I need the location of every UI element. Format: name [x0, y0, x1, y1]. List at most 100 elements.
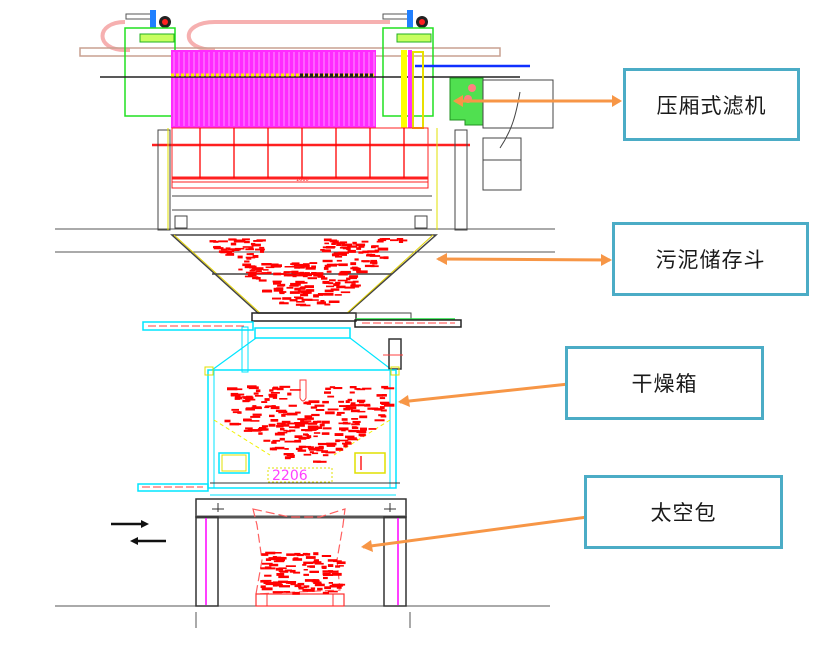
sludge-mark — [218, 240, 228, 243]
drip-tray — [152, 127, 470, 189]
sludge-mark — [329, 239, 338, 242]
sludge-mark — [300, 304, 311, 307]
sludge-mark — [272, 439, 281, 442]
sludge-mark — [258, 432, 263, 435]
sludge-mark — [248, 247, 254, 250]
sludge-mark — [370, 259, 377, 262]
sludge-mark — [321, 277, 328, 280]
sludge-mark — [252, 406, 262, 409]
sludge-mark — [289, 569, 296, 573]
sludge-mark — [317, 587, 323, 591]
sludge-mark — [333, 560, 342, 563]
sludge-mark — [300, 286, 311, 288]
sludge-mark — [358, 251, 364, 254]
sludge-mark — [230, 248, 241, 251]
sludge-mark — [272, 280, 282, 283]
sludge-mark — [356, 247, 362, 250]
sludge-mark — [272, 395, 278, 399]
sludge-mark — [245, 407, 255, 411]
sludge-mark — [268, 393, 278, 397]
sludge-mark — [273, 264, 282, 268]
sludge-mark — [255, 389, 261, 393]
sludge-mark — [258, 428, 269, 431]
sludge-mark — [230, 394, 241, 397]
sludge-mark — [308, 400, 320, 404]
sludge-mark — [347, 245, 358, 248]
sludge-mark — [270, 263, 279, 266]
sludge-mark — [327, 590, 338, 593]
sludge-mark — [230, 392, 239, 396]
sludge-mark — [323, 293, 334, 296]
sludge-mark — [284, 456, 291, 460]
sludge-mark — [263, 269, 269, 271]
sludge-mark — [328, 582, 333, 584]
sludge-mark — [370, 265, 379, 268]
sludge-mark — [252, 405, 257, 407]
sludge-mark — [292, 591, 300, 595]
sludge-mark — [295, 411, 301, 414]
sludge-mark — [337, 242, 345, 245]
sludge-mark — [278, 273, 287, 275]
sludge-mark — [316, 301, 326, 305]
sludge-mark — [231, 408, 239, 411]
sludge-mark — [280, 424, 290, 427]
sludge-mark — [350, 402, 356, 405]
sludge-mark — [320, 249, 325, 251]
sludge-mark — [345, 406, 357, 410]
sludge-mark — [294, 439, 302, 443]
sludge-mark — [307, 277, 317, 280]
sludge-mark — [283, 271, 293, 273]
sludge-mark — [372, 245, 379, 248]
sludge-mark — [354, 388, 361, 390]
sludge-mark — [344, 286, 355, 289]
sludge-mark — [346, 442, 352, 445]
sludge-mark — [331, 246, 336, 248]
sludge-mark — [270, 392, 280, 394]
sludge-mark — [234, 397, 241, 400]
sludge-mark — [294, 552, 301, 556]
sludge-mark — [303, 569, 308, 571]
sludge-mark — [220, 251, 226, 254]
sludge-mark — [298, 273, 308, 276]
sludge-mark — [237, 411, 242, 414]
ton-bag-outline — [252, 508, 346, 595]
sludge-mark — [260, 585, 266, 588]
sludge-mark — [265, 405, 276, 408]
sludge-mark — [366, 254, 371, 257]
sludge-mark — [364, 264, 375, 268]
label-filter-press: 压厢式滤机 — [623, 68, 800, 141]
sludge-mark — [294, 266, 300, 269]
sludge-mark — [336, 586, 342, 589]
sludge-mark — [258, 279, 267, 282]
sludge-mark — [339, 405, 349, 407]
sludge-mark — [323, 238, 332, 242]
sludge-mark — [247, 274, 257, 277]
sludge-mark — [341, 428, 346, 432]
sludge-mark — [306, 289, 313, 292]
sludge-mark — [340, 291, 351, 294]
sludge-mark — [295, 274, 306, 277]
sludge-mark — [261, 425, 268, 428]
sludge-mark — [367, 250, 379, 253]
sludge-mark — [327, 559, 338, 562]
sludge-mark — [278, 410, 288, 414]
sludge-mark — [380, 401, 390, 405]
sludge-mark — [313, 294, 324, 296]
sludge-mark — [321, 249, 331, 253]
sludge-mark — [313, 274, 324, 277]
sludge-mark — [351, 426, 359, 429]
sludge-mark — [283, 453, 294, 456]
sludge-mark — [355, 243, 366, 247]
sludge-mark — [256, 239, 266, 242]
hopper-sludge — [209, 238, 408, 307]
sludge-mark — [243, 396, 254, 399]
sludge-mark — [272, 552, 282, 554]
sludge-mark — [334, 294, 342, 296]
sludge-mark — [336, 285, 346, 289]
sludge-mark — [289, 291, 300, 294]
sludge-mark — [352, 420, 361, 423]
sludge-mark — [376, 240, 384, 243]
sludge-mark — [284, 440, 296, 443]
sludge-mark — [275, 567, 284, 571]
drip-tray-ribs — [199, 128, 405, 178]
